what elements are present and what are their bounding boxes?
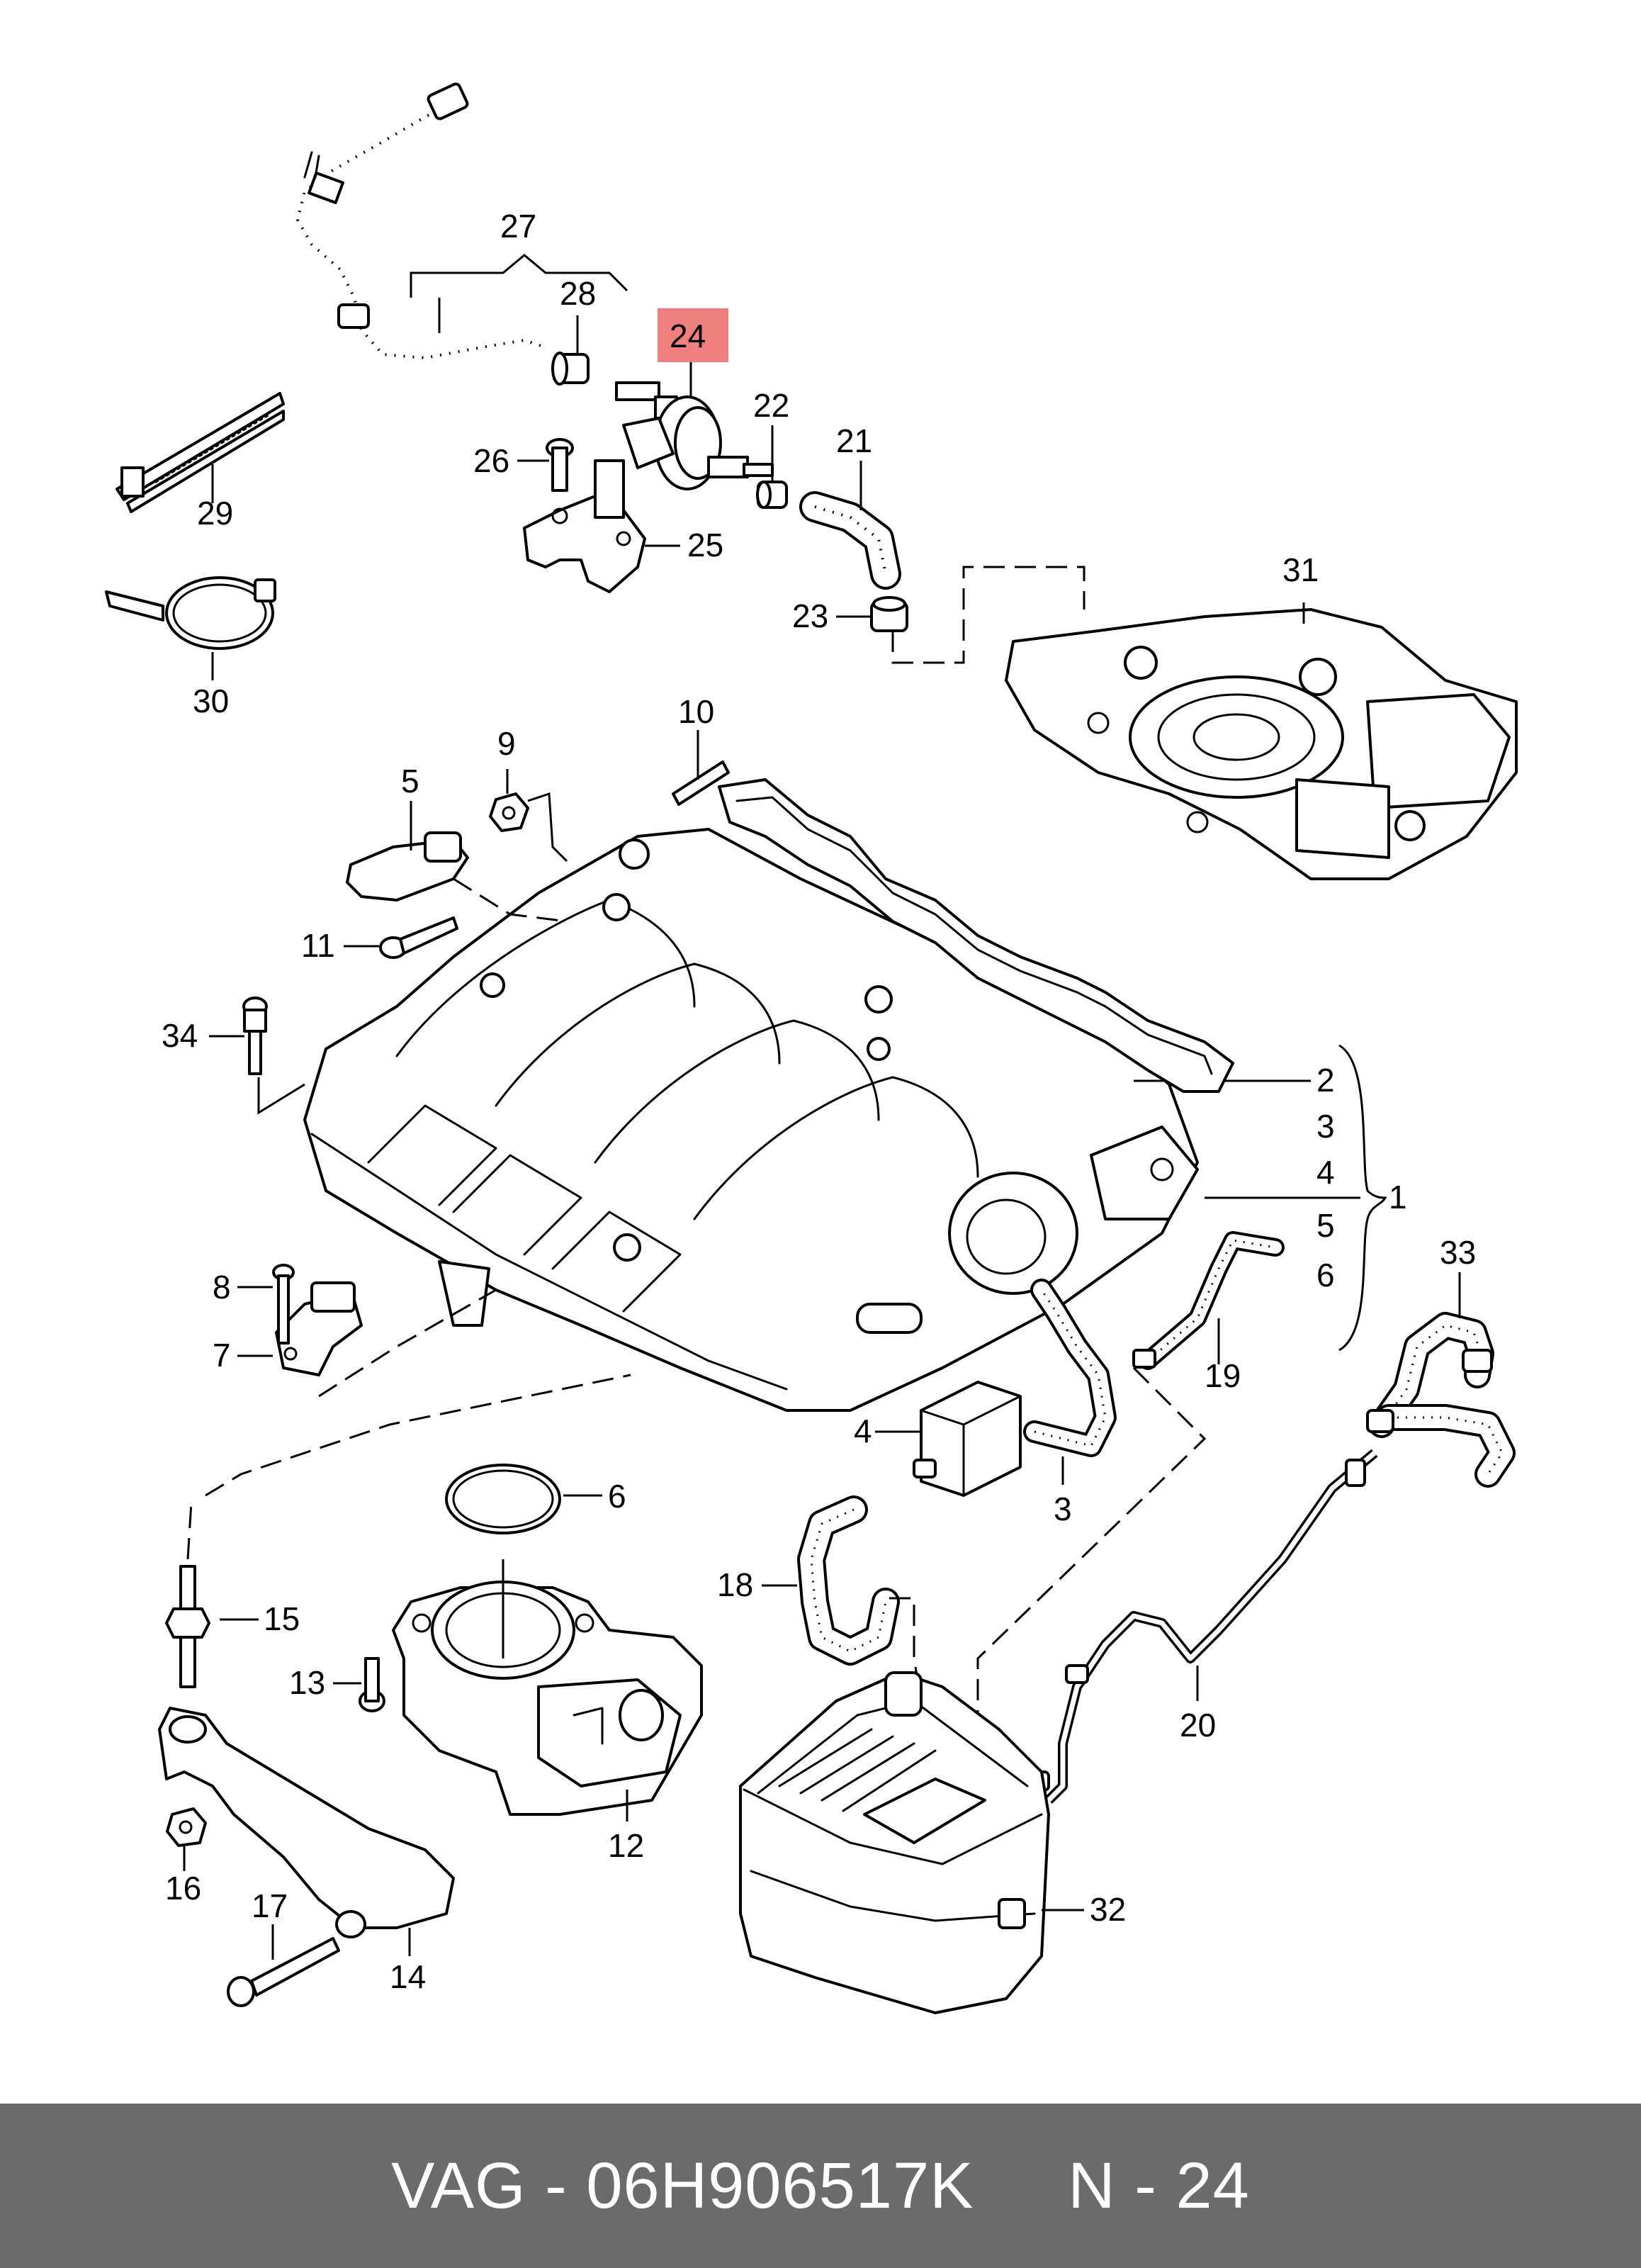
part-6-o-ring xyxy=(445,1464,561,1534)
part-11-bolt xyxy=(379,916,458,959)
callout-29: 29 xyxy=(197,495,233,532)
part-31-cover xyxy=(1005,608,1518,880)
callout-8: 8 xyxy=(213,1269,231,1306)
callout-31: 31 xyxy=(1282,551,1319,588)
part-12-throttle-body xyxy=(392,1581,703,1816)
part-10-stud xyxy=(672,760,730,806)
part-5-sensor xyxy=(346,831,469,902)
part-21-hose xyxy=(799,491,901,590)
part-7-sensor xyxy=(275,1281,363,1376)
callout-33: 33 xyxy=(1440,1234,1476,1271)
callout-9: 9 xyxy=(497,725,516,762)
callout-24-highlight xyxy=(658,308,728,362)
callout-10: 10 xyxy=(678,693,714,730)
callout-17: 17 xyxy=(252,1887,288,1924)
part-15-stud xyxy=(165,1565,210,1688)
callout-6: 6 xyxy=(1316,1257,1335,1293)
callout-2: 2 xyxy=(1316,1062,1335,1099)
callout-3: 3 xyxy=(1316,1108,1335,1145)
callout-25: 25 xyxy=(687,527,723,563)
part-3-hose xyxy=(1023,1279,1117,1457)
callout-4: 4 xyxy=(854,1413,872,1449)
callout-32: 32 xyxy=(1090,1891,1126,1928)
callout-14: 14 xyxy=(390,1958,426,1995)
footer-bar: VAG - 06H906517K N - 24 xyxy=(0,2104,1641,2268)
part-29-tie-strap xyxy=(115,392,285,513)
callout-19: 19 xyxy=(1205,1357,1241,1394)
callout-11: 11 xyxy=(301,927,335,964)
callout-28: 28 xyxy=(560,275,596,312)
part-17-bolt xyxy=(227,1937,340,2007)
part-27-hose xyxy=(290,82,548,366)
callout-5: 5 xyxy=(401,763,419,799)
callout-26: 26 xyxy=(473,442,509,479)
callout-30: 30 xyxy=(193,683,229,719)
callout-15: 15 xyxy=(264,1600,300,1637)
part-28-clamp xyxy=(551,315,590,386)
callout-27: 27 xyxy=(500,208,536,245)
callout-5: 5 xyxy=(1316,1207,1335,1244)
callout-23: 23 xyxy=(792,597,828,634)
part-30-clamp-band xyxy=(105,576,276,650)
part-24-valve xyxy=(615,358,774,490)
callout-16: 16 xyxy=(165,1870,201,1907)
callout-6: 6 xyxy=(608,1478,626,1515)
callout-4: 4 xyxy=(1316,1154,1335,1191)
part-25-bracket xyxy=(523,459,646,593)
part-34-valve xyxy=(242,997,268,1075)
part-23-clamp xyxy=(870,596,908,632)
part-33-hose xyxy=(1366,1312,1516,1488)
part-9-nut xyxy=(489,792,529,832)
part-8-bolt xyxy=(272,1264,295,1344)
callout-3: 3 xyxy=(1054,1491,1072,1527)
part-4-valve xyxy=(913,1381,1022,1497)
callout-7: 7 xyxy=(213,1337,231,1374)
part-18-hose xyxy=(797,1495,900,1666)
part-32-air-box xyxy=(739,1671,1050,2014)
callout-20: 20 xyxy=(1180,1707,1216,1744)
part-19-hose xyxy=(1132,1231,1285,1370)
parts-diagram: 27 28 24 26 xyxy=(105,82,1518,2014)
part-13-bolt xyxy=(359,1657,385,1712)
callout-24: 24 xyxy=(670,318,706,354)
part-16-nut xyxy=(166,1807,207,1847)
callout-18: 18 xyxy=(717,1566,753,1603)
callout-13: 13 xyxy=(289,1664,325,1701)
part-26-bolt xyxy=(546,438,574,492)
callout-21: 21 xyxy=(836,422,872,459)
part-2-gasket xyxy=(718,778,1234,1093)
callout-22: 22 xyxy=(753,387,789,424)
callout-34: 34 xyxy=(162,1017,198,1054)
callout-12: 12 xyxy=(608,1827,644,1864)
callout-1: 1 xyxy=(1389,1179,1407,1216)
part-14-bracket xyxy=(158,1707,455,1938)
part-22-clamp xyxy=(756,481,788,509)
footer-part-number: VAG - 06H906517K N - 24 xyxy=(391,2149,1250,2222)
